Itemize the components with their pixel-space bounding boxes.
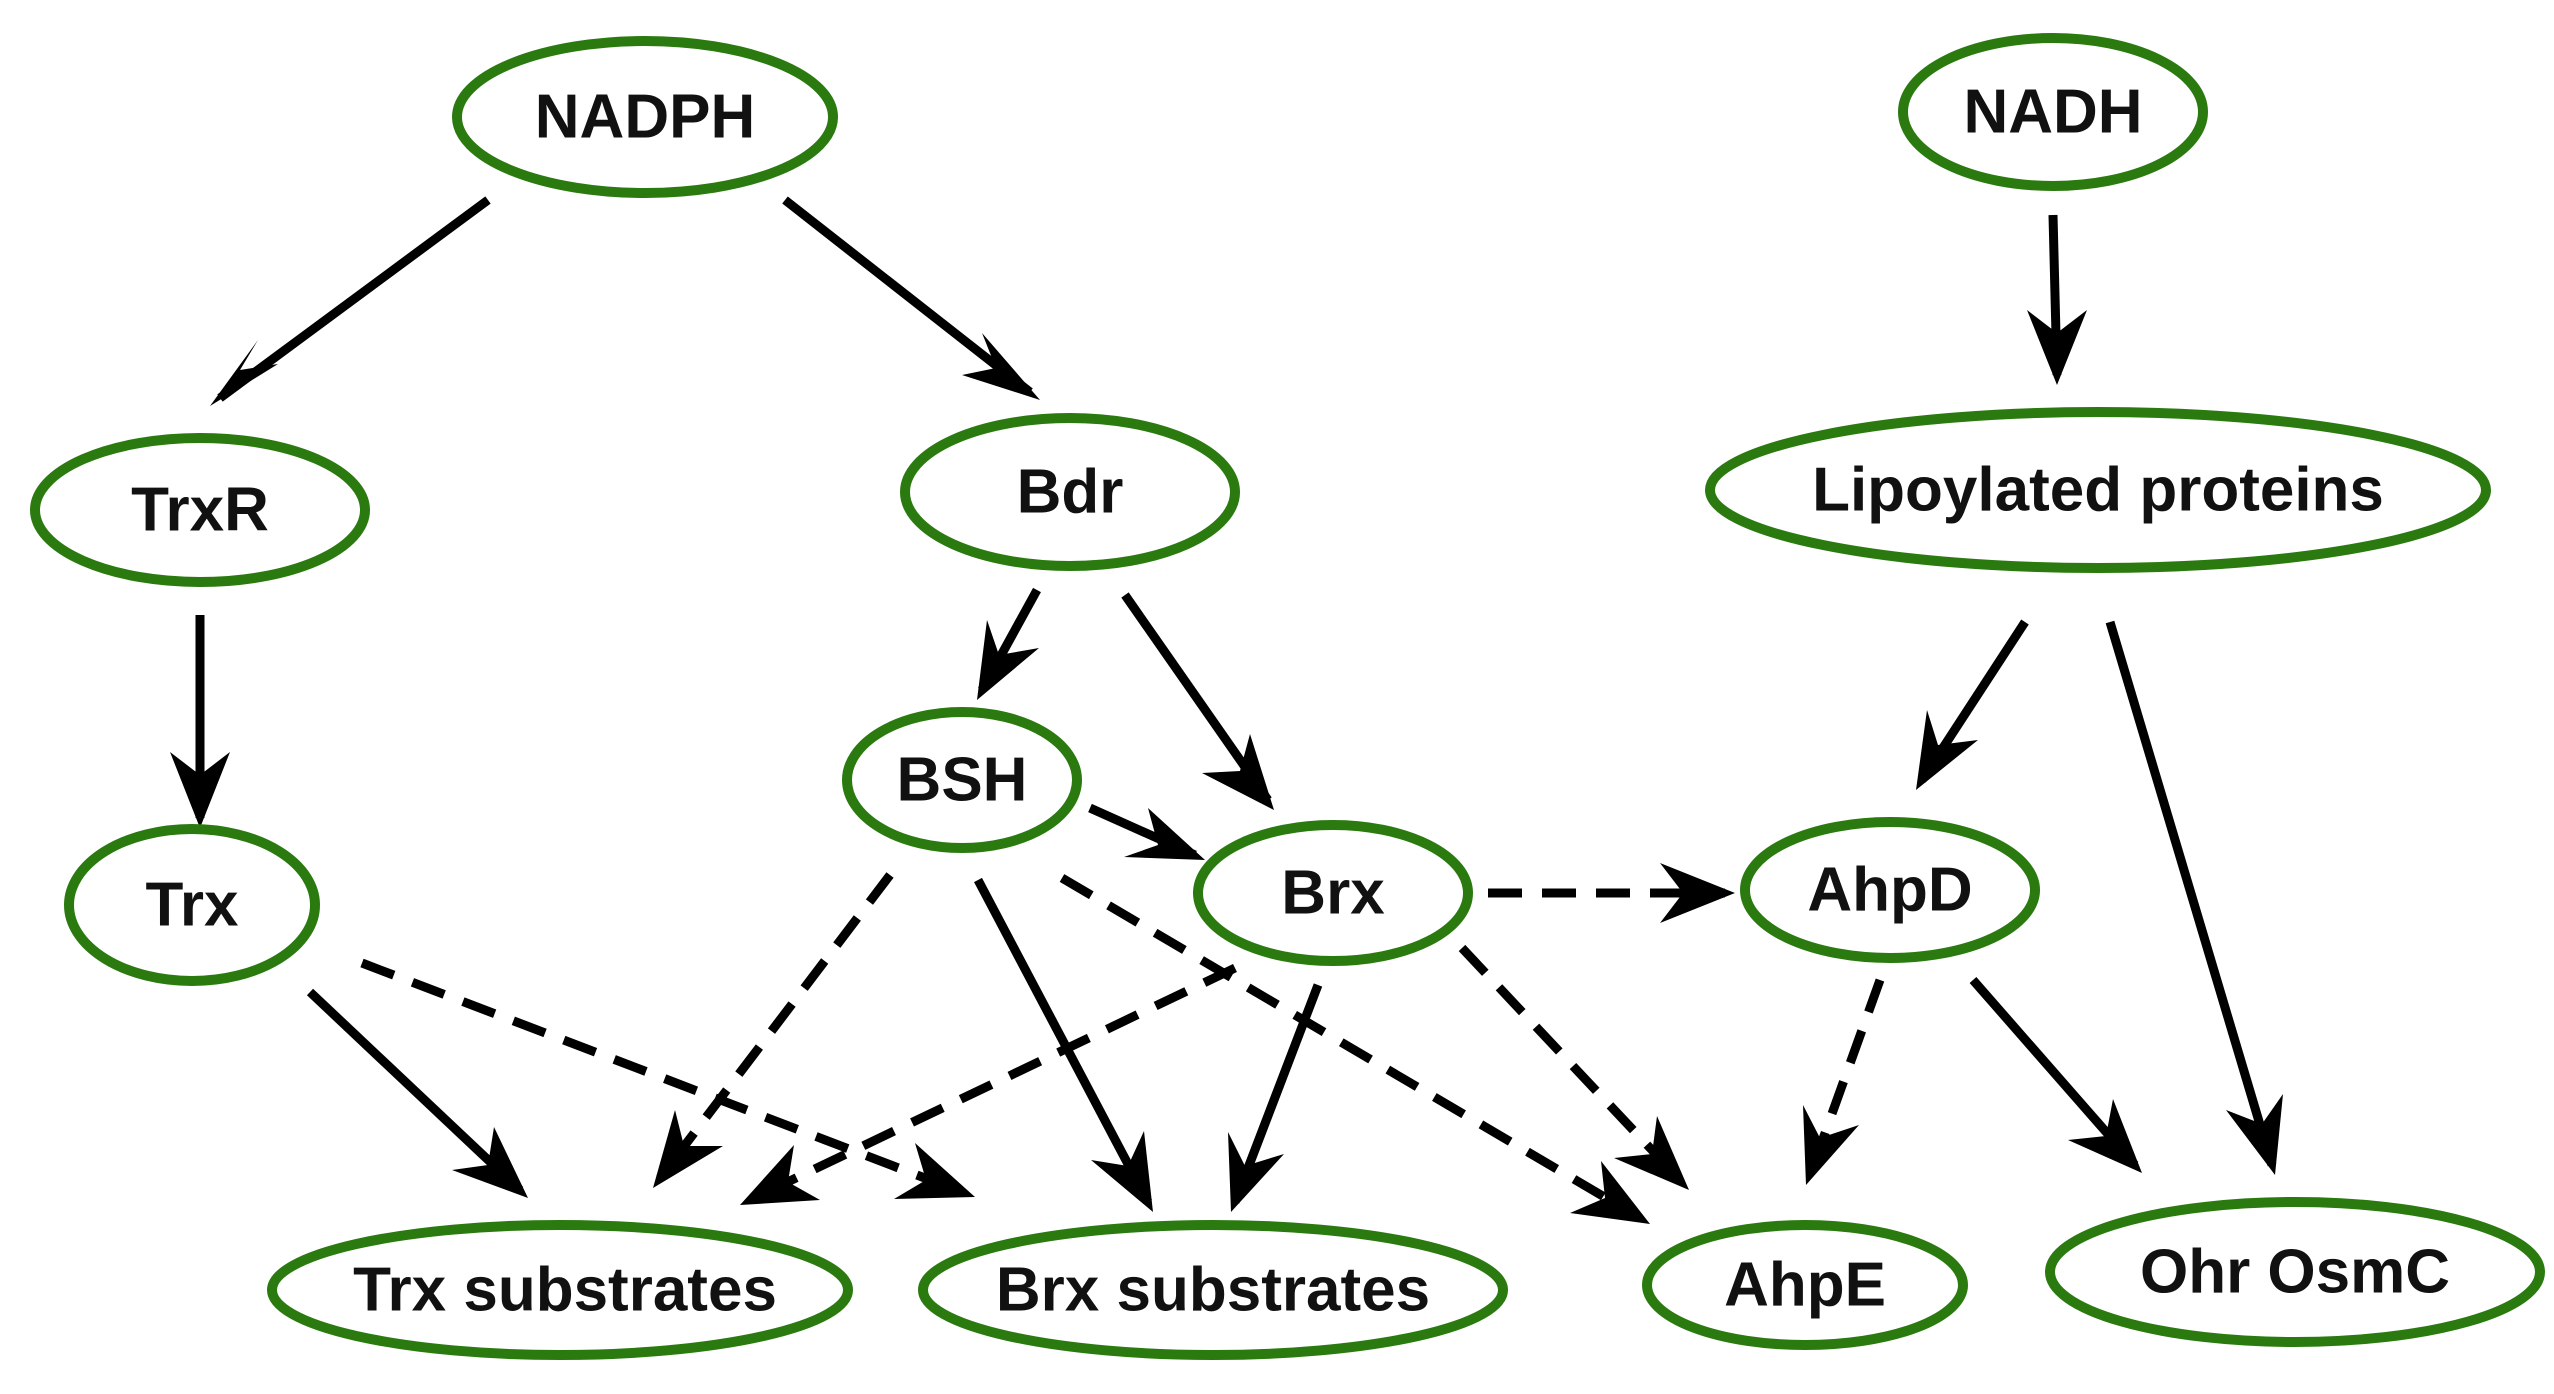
node-label-lipoylated-proteins: Lipoylated proteins <box>1812 456 2384 525</box>
nodes-layer: NADPH NADH TrxR Bdr Lipoylated proteins … <box>30 33 2545 1360</box>
edge-lipoylated-to-ahpd <box>1916 619 2029 790</box>
node-label-ahpe: AhpE <box>1724 1251 1886 1320</box>
node-label-brx: Brx <box>1281 859 1385 928</box>
edge-bsh-to-ahpe <box>1059 874 1650 1224</box>
node-brx: Brx <box>1193 820 1473 966</box>
node-ahpe: AhpE <box>1642 1220 1968 1350</box>
node-label-bsh: BSH <box>897 746 1028 815</box>
node-lipoylated-proteins: Lipoylated proteins <box>1705 407 2491 573</box>
edge-nadph-to-bdr <box>782 196 1040 400</box>
edge-ahpd-to-ohr <box>1969 977 2142 1173</box>
node-label-trx-substrates: Trx substrates <box>353 1256 777 1325</box>
node-bsh: BSH <box>842 707 1082 853</box>
edge-bdr-to-bsh <box>977 587 1041 700</box>
node-label-ohr-osmc: Ohr OsmC <box>2140 1238 2450 1307</box>
edge-trxr-to-trx <box>170 615 230 828</box>
node-label-nadph: NADPH <box>535 83 755 152</box>
edge-nadph-to-trxr <box>210 196 491 406</box>
edge-bsh-to-trx-substrates <box>653 872 894 1188</box>
node-label-trx: Trx <box>145 871 239 940</box>
node-nadph: NADPH <box>452 36 838 198</box>
node-trxr: TrxR <box>30 433 370 587</box>
edge-brx-to-ahpe <box>1458 944 1689 1190</box>
edge-bsh-to-brx-substrates <box>974 877 1153 1212</box>
node-bdr: Bdr <box>900 413 1240 571</box>
edge-trx-to-trx-substrates <box>306 988 528 1198</box>
node-ahpd: AhpD <box>1740 817 2040 963</box>
node-label-nadh: NADH <box>1963 78 2142 147</box>
edges-layer <box>170 196 2283 1224</box>
node-label-ahpd: AhpD <box>1807 856 1972 925</box>
node-brx-substrates: Brx substrates <box>918 1220 1508 1360</box>
edge-bdr-to-brx <box>1121 592 1274 810</box>
edge-trx-to-brx-substrates <box>360 958 975 1199</box>
edge-bsh-to-brx <box>1088 803 1205 860</box>
node-nadh: NADH <box>1898 33 2208 191</box>
node-label-bdr: Bdr <box>1017 458 1124 527</box>
edge-brx-to-ahpd <box>1488 863 1735 923</box>
node-label-brx-substrates: Brx substrates <box>996 1256 1430 1325</box>
edge-lipoylated-to-ohr <box>2105 620 2283 1175</box>
edge-nadh-to-lipoylated <box>2027 214 2087 385</box>
node-label-trxr: TrxR <box>131 476 269 545</box>
edge-brx-to-trx-substrates <box>740 963 1237 1205</box>
node-trx: Trx <box>64 824 320 986</box>
node-trx-substrates: Trx substrates <box>267 1220 853 1360</box>
node-ohr-osmc: Ohr OsmC <box>2045 1197 2545 1347</box>
edge-ahpd-to-ahpe <box>1803 978 1885 1185</box>
